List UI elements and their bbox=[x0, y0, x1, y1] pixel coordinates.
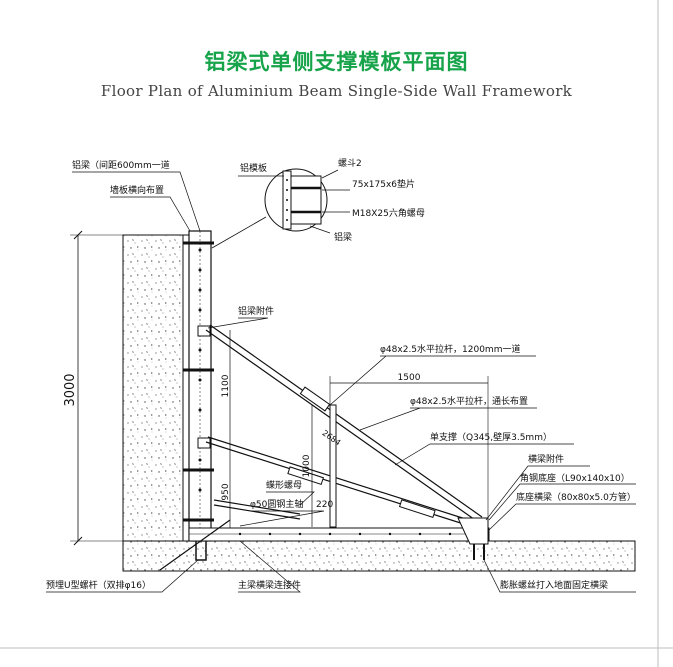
formwork-board bbox=[182, 234, 190, 542]
vertical-post bbox=[329, 404, 337, 528]
angle-base bbox=[457, 517, 489, 545]
label-embedded-bolt: 预埋U型螺杆（双排φ16） bbox=[46, 579, 151, 591]
label-rod-full: φ48x2.5水平拉杆，通长布置 bbox=[410, 395, 528, 407]
label-butterfly-nut: 蝶形螺母 bbox=[266, 479, 302, 491]
label-washer: 75x175x6垫片 bbox=[352, 178, 415, 190]
dim-220: 220 bbox=[316, 500, 333, 510]
dim-1000: 1000 bbox=[302, 454, 312, 477]
dim-950: 950 bbox=[221, 483, 231, 500]
label-hex-nut: M18X25六角螺母 bbox=[352, 207, 425, 219]
vertical-aluminium-beam bbox=[188, 230, 212, 542]
label-beam-attachment: 铝梁附件 bbox=[238, 305, 274, 317]
label-main-shaft: φ50圆钢主轴 bbox=[250, 498, 303, 510]
label-beam-spacing: 铝梁（间距600mm一道 bbox=[72, 159, 170, 171]
label-rod-1200: φ48x2.5水平拉杆，1200mm一道 bbox=[380, 343, 520, 355]
dim-1100: 1100 bbox=[221, 374, 231, 397]
label-expansion-bolt: 膨胀螺丝打入地面固定横梁 bbox=[500, 579, 608, 591]
label-wall-board-direction: 墙板横向布置 bbox=[110, 184, 164, 196]
label-beam-connector: 主梁横梁连接件 bbox=[238, 579, 301, 591]
title-chinese: 铝梁式单侧支撑模板平面图 bbox=[204, 50, 469, 74]
label-bolt2: 螺斗2 bbox=[338, 158, 362, 169]
label-aluminium-formwork: 铝模板 bbox=[240, 162, 267, 174]
ground-slab bbox=[122, 540, 636, 572]
embedded-u-bolt bbox=[195, 541, 207, 561]
upper-diagonal-brace bbox=[205, 324, 483, 523]
label-purlin-attachment: 横梁附件 bbox=[528, 453, 564, 465]
label-base-purlin: 底座横梁（80x80x5.0方管） bbox=[516, 491, 636, 503]
label-single-brace: 单支撑（Q345,壁厚3.5mm） bbox=[430, 431, 552, 443]
title-english: Floor Plan of Aluminium Beam Single-Side… bbox=[100, 82, 573, 100]
label-angle-base: 角钢底座（L90x140x10） bbox=[520, 472, 630, 484]
leader-lines bbox=[46, 169, 636, 593]
label-aluminium-beam: 铝梁 bbox=[334, 231, 352, 243]
dim-1500: 1500 bbox=[398, 373, 421, 383]
dim-3000: 3000 bbox=[63, 373, 78, 406]
concrete-wall bbox=[122, 234, 184, 542]
base-purlin bbox=[188, 527, 490, 542]
